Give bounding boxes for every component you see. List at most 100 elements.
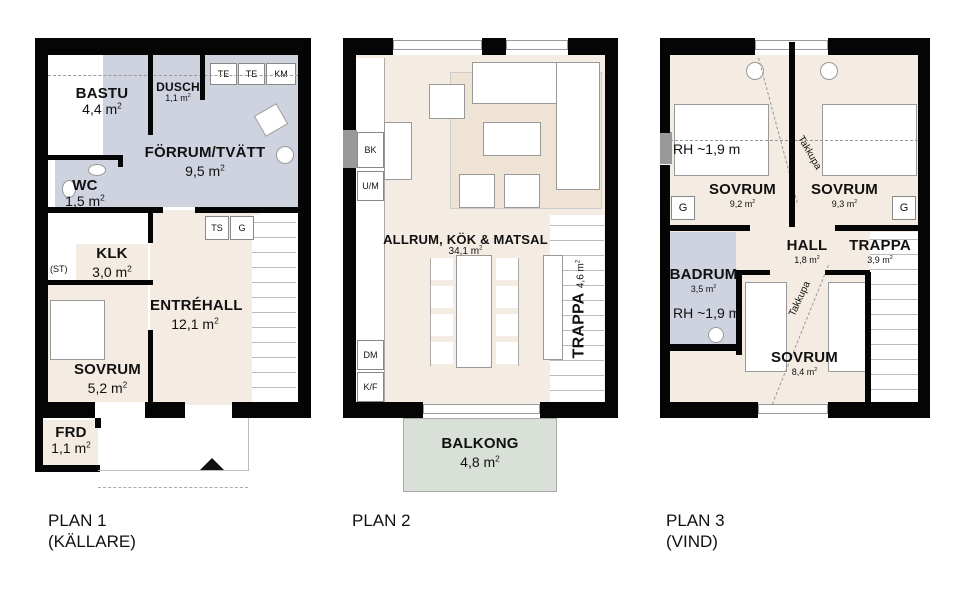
label-rh-bad: RH ~1,9 m <box>673 305 741 321</box>
label-allrum: ALLRUM, KÖK & MATSAL 34,1 m2 <box>383 232 548 257</box>
window <box>393 40 482 50</box>
dining-table <box>456 255 492 368</box>
wall <box>145 402 185 418</box>
staircase <box>252 215 296 402</box>
wall <box>148 213 153 243</box>
armchair-1 <box>459 174 495 208</box>
wall <box>670 225 750 231</box>
wall <box>670 344 742 351</box>
stair-rail <box>543 255 563 360</box>
window <box>506 40 568 50</box>
wall <box>343 402 423 418</box>
bed-plan1 <box>50 300 105 360</box>
wall <box>660 402 758 418</box>
label-hall: HALL 1,8 m2 <box>786 237 828 265</box>
appliance-te-1: TE <box>210 63 237 85</box>
lamp-left <box>746 62 764 80</box>
bath-toilet <box>708 327 724 343</box>
appliance-te-2: TE <box>238 63 265 85</box>
wall <box>660 38 755 55</box>
plan-3-title: PLAN 3 (VIND) <box>666 511 725 552</box>
label-badrum: BADRUM 3,5 m2 <box>669 266 738 294</box>
appliance-km: KM <box>266 63 296 85</box>
room-bastu-bench <box>48 55 103 155</box>
coffee-table <box>483 122 541 156</box>
wall <box>825 270 870 275</box>
lamp-right <box>820 62 838 80</box>
wall <box>736 270 742 355</box>
wall <box>48 155 118 160</box>
wall <box>605 38 618 418</box>
entrance-step <box>98 418 249 471</box>
wall <box>48 280 153 285</box>
bed-bottom-right <box>828 282 870 372</box>
sideboard <box>384 122 412 180</box>
wall <box>148 55 153 135</box>
wall <box>35 465 100 472</box>
plan-2-title: PLAN 2 <box>352 511 411 530</box>
wall <box>482 38 506 55</box>
wall <box>298 38 311 418</box>
staircase <box>550 215 604 405</box>
stove-icon <box>660 132 672 164</box>
staircase <box>870 232 918 404</box>
dining-chairs-right <box>496 258 519 366</box>
label-klk: KLK 3,0 m2 <box>92 245 132 280</box>
label-rh-top: RH ~1,9 m <box>673 141 741 157</box>
wall <box>35 418 43 468</box>
room-entrehall <box>150 210 260 405</box>
appliance-dm: DM <box>357 340 384 370</box>
window <box>758 404 828 414</box>
bed-bottom-left <box>745 282 787 372</box>
wall <box>35 402 95 418</box>
wall <box>865 272 871 412</box>
label-sovrum-left: SOVRUM 9,2 m2 <box>708 181 777 209</box>
label-frd: FRD 1,1 m2 <box>51 424 91 456</box>
label-trappa: TRAPPA 4,6 m2 <box>570 259 588 359</box>
sofa-chaise <box>556 62 600 190</box>
label-st: (ST) <box>50 264 68 274</box>
room-frd <box>43 420 98 465</box>
appliance-g-right: G <box>892 196 916 220</box>
balcony-door <box>423 404 540 414</box>
wall <box>835 225 918 231</box>
plan-1-title: PLAN 1 (KÄLLARE) <box>48 511 136 552</box>
wc-sink <box>88 164 106 176</box>
side-table <box>429 84 465 119</box>
label-trappa-3: TRAPPA 3,9 m2 <box>849 237 911 265</box>
laundry-basin <box>276 146 294 164</box>
appliance-bk: BK <box>357 132 384 168</box>
appliance-g: G <box>230 216 254 240</box>
entrance-canopy-line <box>98 487 248 488</box>
wall <box>343 168 356 418</box>
dining-chairs-left <box>430 258 453 366</box>
wall <box>828 402 930 418</box>
wall <box>48 207 163 213</box>
label-sovrum-right: SOVRUM 9,3 m2 <box>810 181 879 209</box>
wall <box>35 38 310 55</box>
entrance-arrow-icon <box>200 458 224 470</box>
wall <box>232 402 311 418</box>
wall <box>35 38 48 418</box>
room-badrum <box>670 232 736 344</box>
appliance-g-left: G <box>671 196 695 220</box>
wall <box>740 270 770 275</box>
armchair-2 <box>504 174 540 208</box>
wall <box>200 55 205 100</box>
label-balkong: BALKONG 4,8 m2 <box>441 435 519 470</box>
wall <box>540 402 618 418</box>
wall <box>95 418 101 428</box>
wall <box>343 38 356 130</box>
wall <box>660 38 670 133</box>
wall <box>789 42 795 227</box>
wall <box>828 38 930 55</box>
wall <box>118 155 123 167</box>
label-sovrum-bottom: SOVRUM 8,4 m2 <box>770 349 839 377</box>
appliance-kf: K/F <box>357 372 384 402</box>
appliance-ts: TS <box>205 216 229 240</box>
stove-icon <box>343 130 357 168</box>
label-dusch: DUSCH 1,1 m2 <box>156 80 200 103</box>
label-sovrum: SOVRUM 5,2 m2 <box>73 361 142 396</box>
wall <box>660 165 670 418</box>
wc-toilet <box>62 180 76 198</box>
